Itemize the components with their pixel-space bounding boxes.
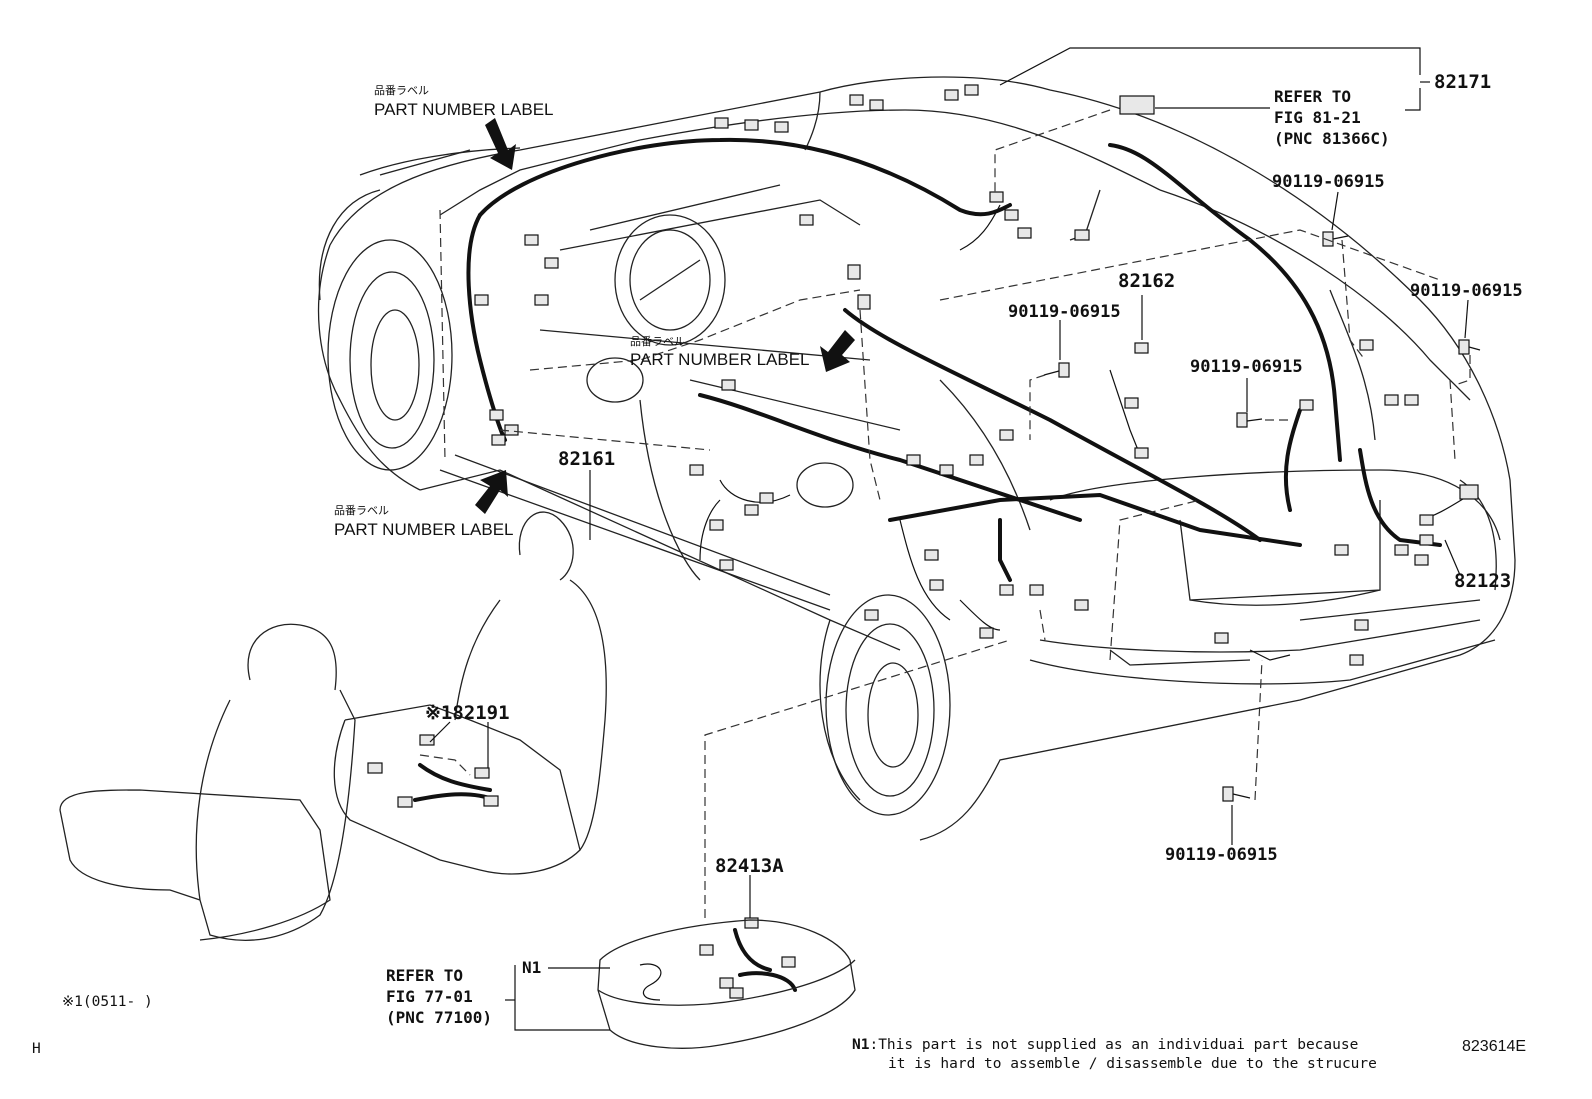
part-number-82191: ※182191 [425,702,510,724]
part-number-label-bottom: PART NUMBER LABEL [334,520,514,539]
footnote-text: :This part is not supplied as an individ… [869,1037,1359,1053]
refer-to-fig-77-01: REFER TO FIG 77-01 (PNC 77100) [386,965,492,1028]
refer-line: (PNC 81366C) [1274,129,1390,148]
arrow-icon [475,470,508,514]
part-number-text: 82191 [452,702,510,724]
part-label-arrows [475,118,855,514]
refer-line: REFER TO [386,966,464,985]
part-number-label-jp: 品番ラベル [374,84,429,97]
arrow-icon [485,118,516,170]
footnote-line-2: it is hard to assemble / disassemble due… [888,1056,1377,1072]
bolt-icon [1458,339,1481,355]
part-number-82161: 82161 [558,448,616,470]
part-number-label-jp: 品番ラベル [630,335,685,348]
refer-to-fig-81-21: REFER TO FIG 81-21 (PNC 81366C) [1274,86,1390,149]
part-number-label-jp: 品番ラベル [334,504,389,517]
footnote-n1: N1:This part is not supplied as an indiv… [852,1036,1377,1074]
left-code: H [32,1041,41,1057]
bolt-icon [1222,786,1251,802]
car-body-outline [317,76,1516,841]
refer-line: FIG 81-21 [1274,108,1361,127]
part-number-82413a: 82413A [715,855,784,877]
drawing-code: 823614E [1462,1038,1527,1055]
connectors [367,84,1479,999]
bolt-part-number: 90119-06915 [1008,302,1121,322]
bolt-part-number: 90119-06915 [1165,845,1278,865]
seat-illustration [59,511,607,941]
part-number-label-middle: PART NUMBER LABEL [630,350,810,369]
part-number-label-top: PART NUMBER LABEL [374,100,554,119]
arrow-icon [820,330,855,372]
refer-line: FIG 77-01 [386,987,473,1006]
part-number-82162: 82162 [1118,270,1176,292]
footnote-line-1: N1:This part is not supplied as an indiv… [852,1036,1377,1055]
fuel-tank-illustration [597,919,856,1049]
date-mark-note: ※1(0511- ) [62,994,153,1010]
bolt-part-number: 90119-06915 [1410,281,1523,301]
refer-line: (PNC 77100) [386,1008,492,1027]
part-number-82123: 82123 [1454,570,1512,592]
footnote-id: N1 [852,1037,870,1053]
bolt-part-number: 90119-06915 [1272,172,1385,192]
part-number-82171: 82171 [1434,71,1492,93]
leader-lines [429,47,1469,1031]
note-marker-n1: N1 [522,958,542,977]
reference-dashed-lines [419,109,1471,918]
bolt-icon [1236,412,1263,428]
date-mark-symbol: ※1 [425,702,453,724]
bolt-icon [1043,362,1070,378]
bolts [1043,231,1481,802]
bolt-part-number: 90119-06915 [1190,357,1303,377]
refer-line: REFER TO [1274,87,1352,106]
bolt-icon [1322,231,1349,247]
harness-wires [413,137,1442,992]
